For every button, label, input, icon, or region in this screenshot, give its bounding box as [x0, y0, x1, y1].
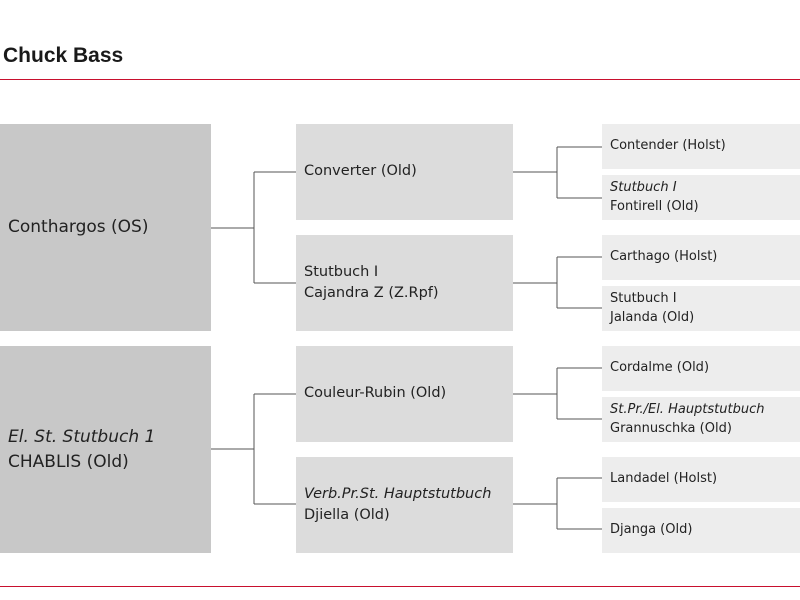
pedigree-gen3-8: Djanga (Old) — [602, 508, 800, 553]
pedigree-gen3-7: Landadel (Holst) — [602, 457, 800, 502]
pedigree-dam: El. St. Stutbuch 1 CHABLIS (Old) — [0, 346, 211, 553]
sire-name: Conthargos (OS) — [8, 217, 149, 238]
title-divider — [0, 79, 800, 80]
pedigree-dam-sire: Couleur-Rubin (Old) — [296, 346, 513, 442]
pedigree-gen3-1: Contender (Holst) — [602, 124, 800, 169]
gen3-name: Landadel (Holst) — [610, 471, 718, 487]
gen3-prefix: Stutbuch I — [610, 290, 677, 306]
pedigree-gen3-2: Stutbuch I Fontirell (Old) — [602, 175, 800, 220]
sire-sire-name: Converter (Old) — [304, 163, 417, 180]
gen3-prefix: Stutbuch I — [610, 179, 677, 195]
gen3-name: Djanga (Old) — [610, 522, 693, 538]
gen3-name: Fontirell (Old) — [610, 198, 699, 214]
dam-dam-prefix: Verb.Pr.St. Hauptstutbuch — [304, 485, 492, 502]
page-title: Chuck Bass — [3, 44, 124, 67]
gen3-name: Grannuschka (Old) — [610, 420, 732, 436]
gen3-name: Jalanda (Old) — [610, 309, 695, 325]
pedigree-gen3-4: Stutbuch I Jalanda (Old) — [602, 286, 800, 331]
footer-divider — [0, 586, 800, 587]
gen3-name: Carthago (Holst) — [610, 249, 718, 265]
pedigree-gen3-3: Carthago (Holst) — [602, 235, 800, 280]
dam-dam-name: Djiella (Old) — [304, 507, 390, 523]
dam-name: CHABLIS (Old) — [8, 451, 129, 472]
sire-dam-name: Cajandra Z (Z.Rpf) — [304, 285, 439, 301]
pedigree-sire: Conthargos (OS) — [0, 124, 211, 331]
pedigree-sire-sire: Converter (Old) — [296, 124, 513, 220]
sire-dam-prefix: Stutbuch I — [304, 263, 379, 280]
pedigree-gen3-5: Cordalme (Old) — [602, 346, 800, 391]
pedigree-dam-dam: Verb.Pr.St. Hauptstutbuch Djiella (Old) — [296, 457, 513, 553]
pedigree-gen3-6: St.Pr./El. Hauptstutbuch Grannuschka (Ol… — [602, 397, 800, 442]
gen3-prefix: St.Pr./El. Hauptstutbuch — [610, 401, 765, 417]
dam-prefix: El. St. Stutbuch 1 — [8, 426, 156, 447]
gen3-name: Contender (Holst) — [610, 138, 726, 154]
gen3-name: Cordalme (Old) — [610, 360, 710, 376]
dam-sire-name: Couleur-Rubin (Old) — [304, 385, 447, 402]
pedigree-sire-dam: Stutbuch I Cajandra Z (Z.Rpf) — [296, 235, 513, 331]
